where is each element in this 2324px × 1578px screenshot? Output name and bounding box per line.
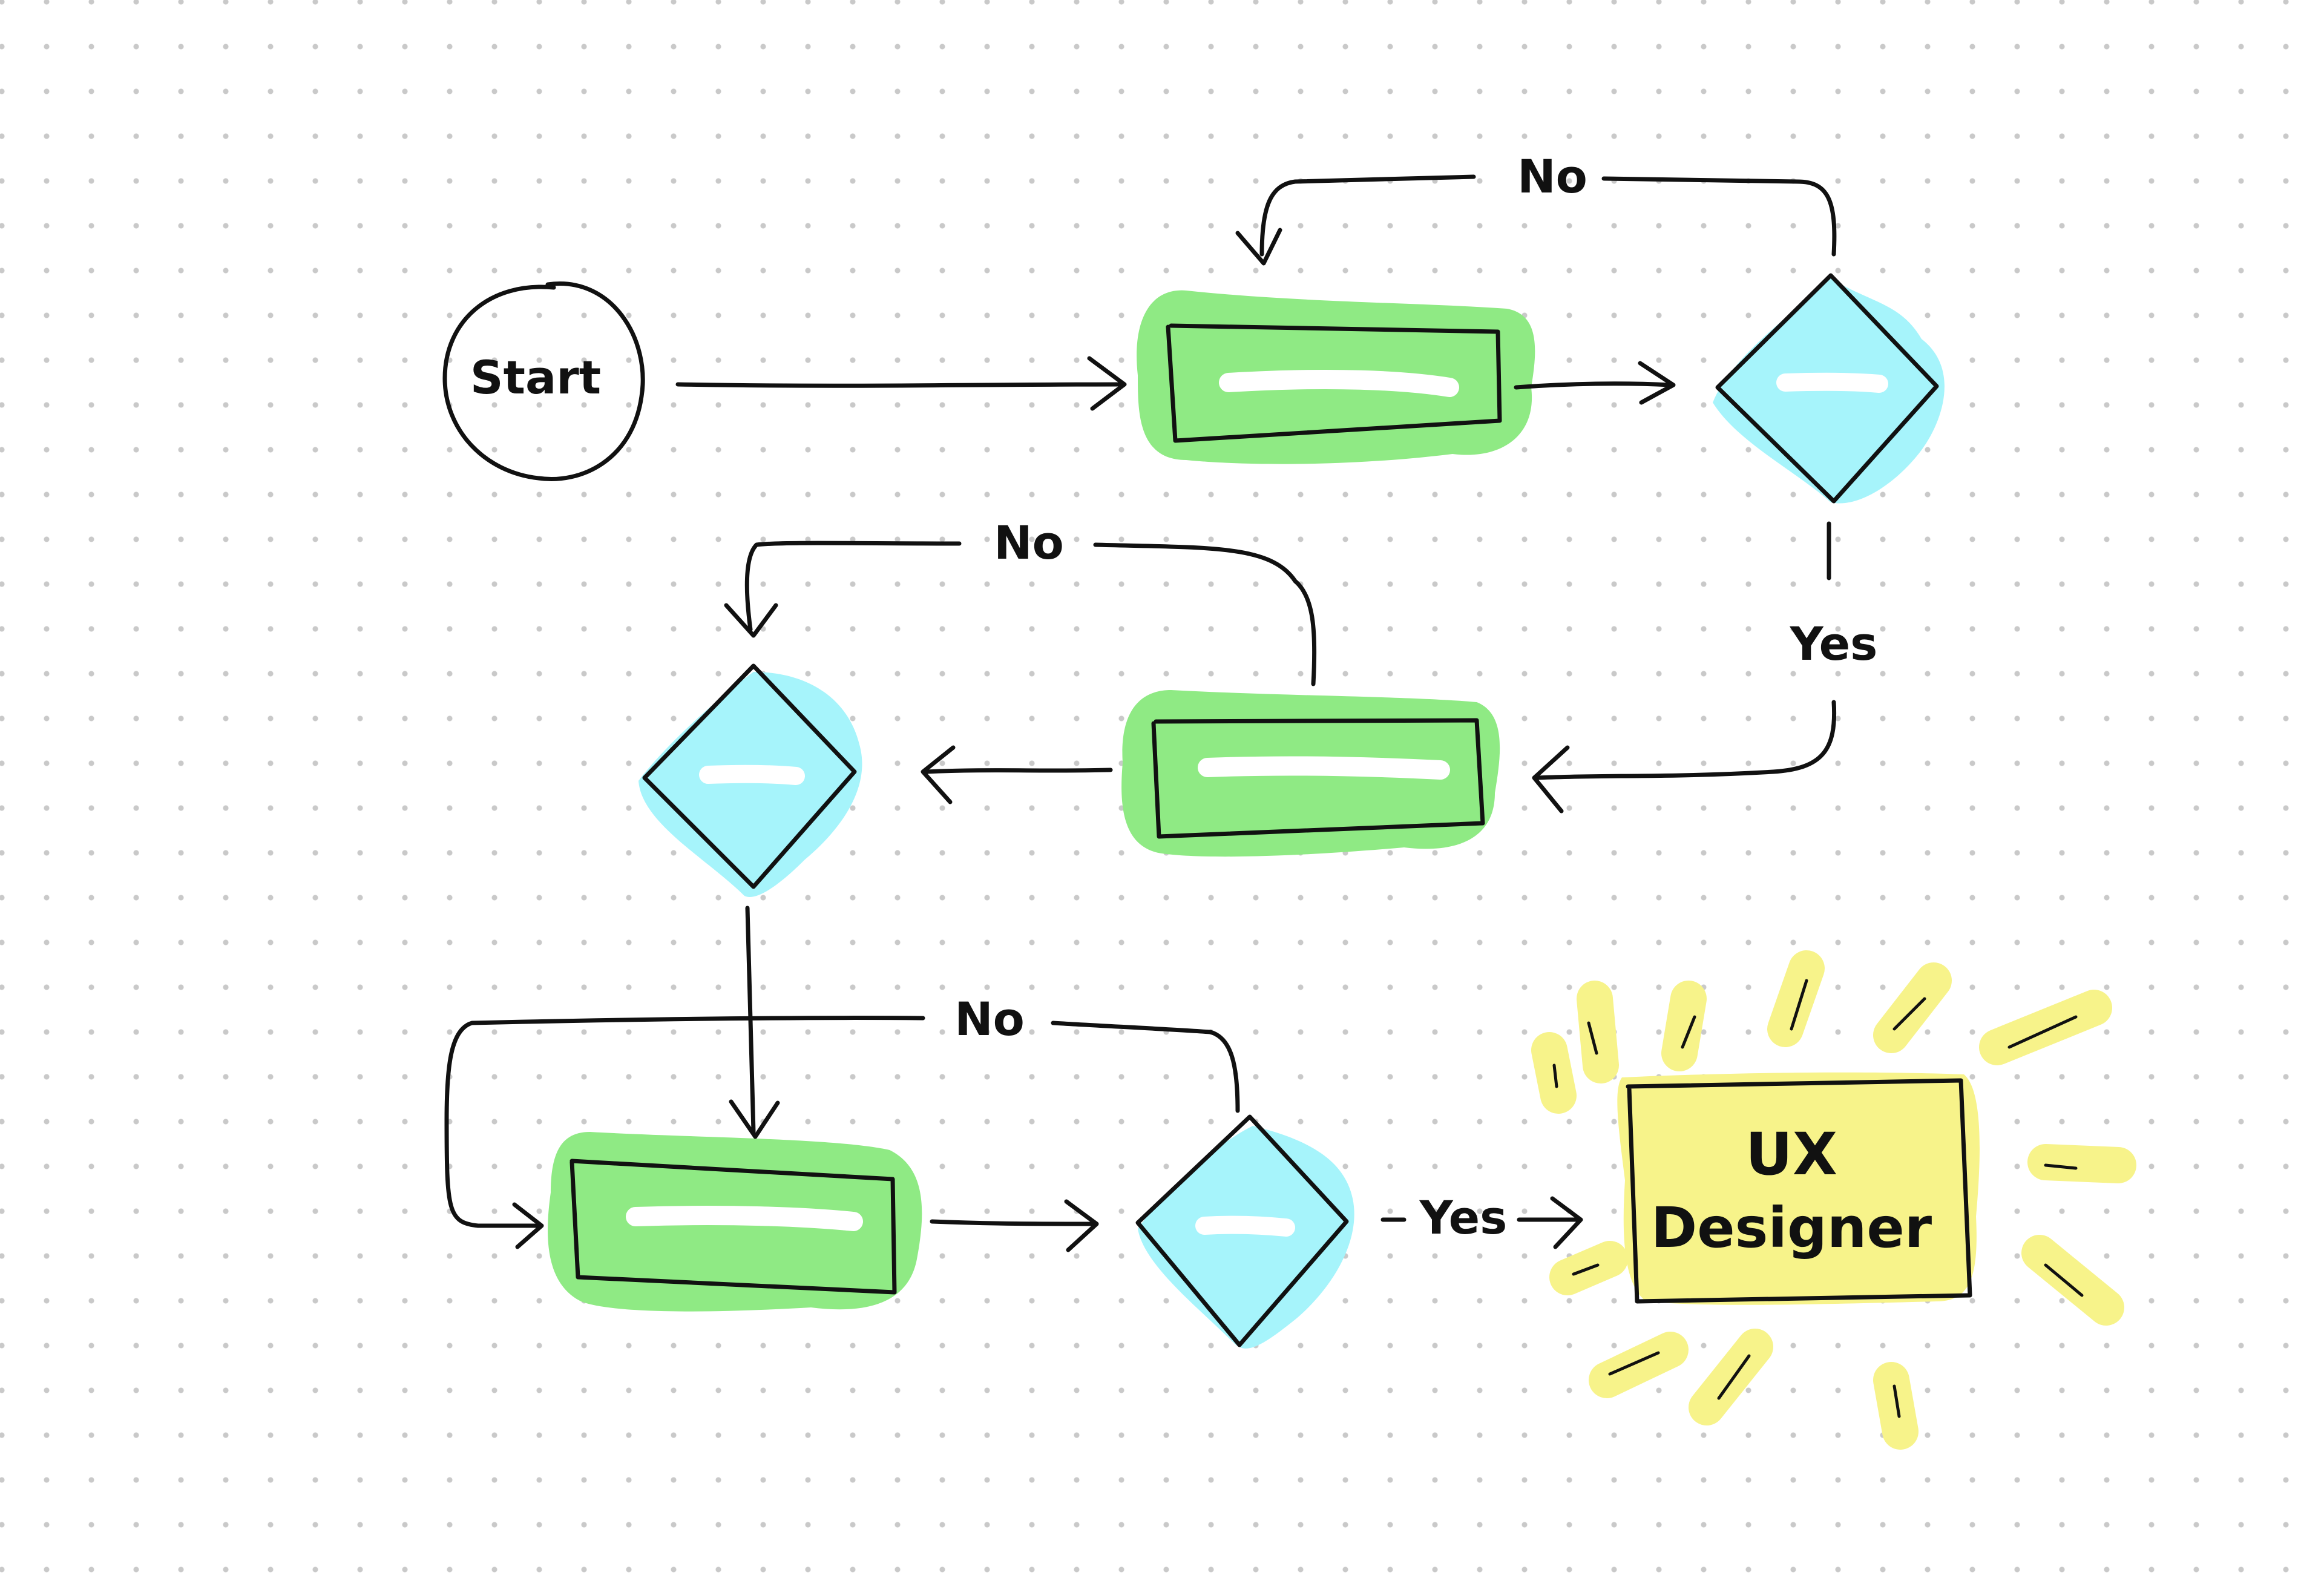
yes-label-bottom: Yes	[1419, 1191, 1508, 1244]
end-label-line2: Designer	[1651, 1195, 1932, 1260]
no-label-middle: No	[994, 516, 1064, 570]
arrow-process-2-no-loop	[724, 541, 1317, 686]
decision-diamond-3[interactable]	[1135, 1114, 1354, 1349]
decision-diamond-1[interactable]	[1713, 273, 1945, 504]
arrow-process-1-to-decision-1	[1514, 361, 1676, 405]
process-box-3[interactable]	[548, 1132, 922, 1312]
start-label: Start	[470, 350, 601, 404]
yes-label-right: Yes	[1790, 617, 1878, 671]
end-label-line1: UX	[1745, 1120, 1837, 1188]
glow-ray-strokes	[1552, 979, 2084, 1418]
process-box-2[interactable]	[1121, 690, 1500, 857]
start-node[interactable]: Start	[442, 281, 645, 481]
process-box-1[interactable]	[1137, 290, 1535, 464]
arrow-process-3-to-decision-3	[930, 1199, 1099, 1252]
arrow-decision-3-no-loop	[444, 1016, 1240, 1249]
no-label-top: No	[1517, 150, 1587, 203]
arrow-start-to-process-1	[675, 356, 1127, 411]
end-node-ux-designer[interactable]: UX Designer	[1531, 950, 2136, 1450]
decision-diamond-2[interactable]	[638, 663, 862, 897]
arrow-decision-3-yes	[1380, 1196, 1583, 1249]
arrow-decision-1-yes	[1532, 521, 1837, 814]
arrow-decision-1-no-loop	[1235, 174, 1837, 266]
arrow-process-2-to-decision-2	[921, 745, 1113, 804]
arrow-decision-2-to-process-3	[729, 906, 780, 1139]
no-label-bottom: No	[954, 992, 1025, 1046]
